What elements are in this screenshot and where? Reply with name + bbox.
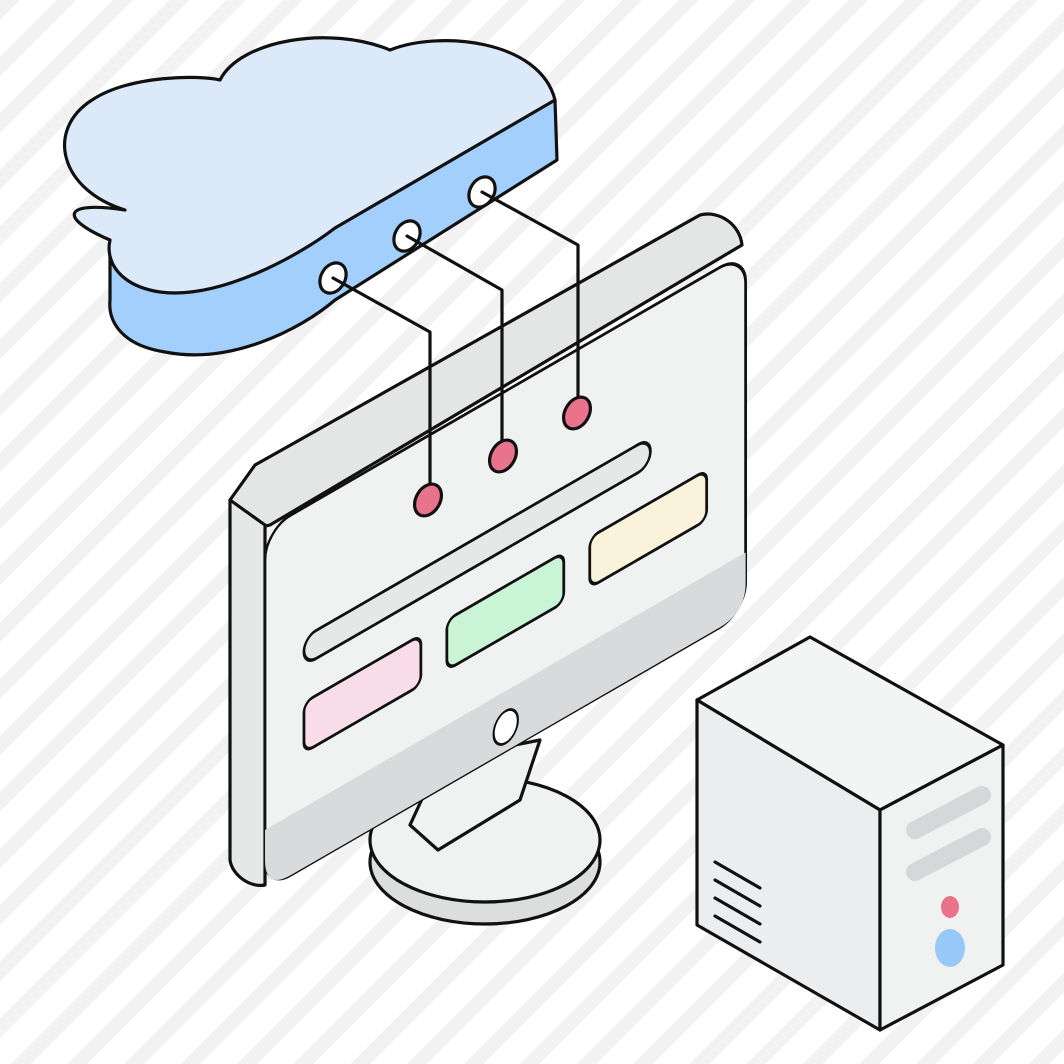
yellow-button[interactable] [588, 470, 709, 588]
connector-dot [487, 438, 519, 474]
power-led [941, 896, 959, 918]
pink-button[interactable] [302, 635, 423, 753]
search-bar[interactable] [302, 438, 652, 666]
connection-wires [331, 190, 580, 492]
drive-slot [906, 786, 991, 839]
tower-power-button[interactable] [935, 929, 965, 967]
connector-dot [412, 482, 444, 518]
power-button[interactable] [492, 704, 519, 750]
vent-lines-icon [713, 860, 762, 944]
monitor [228, 212, 748, 887]
green-button[interactable] [445, 553, 566, 671]
drive-slot [906, 828, 991, 881]
connector-dot [561, 395, 593, 431]
computer-tower [695, 635, 1005, 1032]
